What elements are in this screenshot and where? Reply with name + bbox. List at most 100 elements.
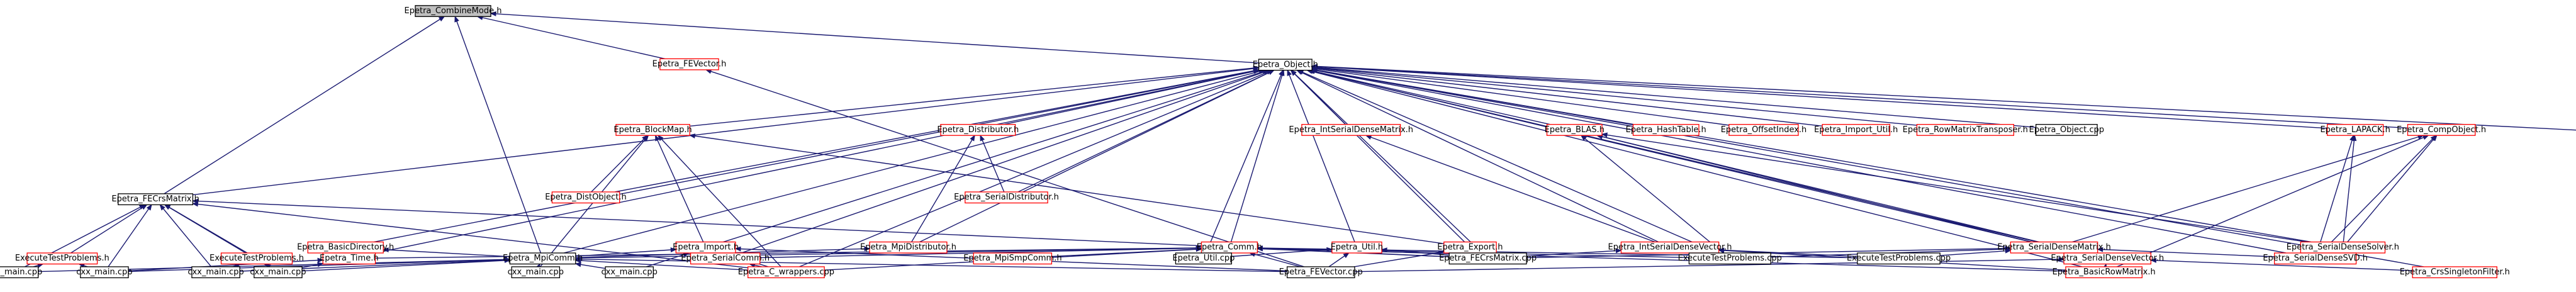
arrowhead-icon [980, 134, 985, 142]
node-cxx2[interactable]: cxx_main.cpp [76, 266, 133, 279]
node-rowmatrixtransposer[interactable]: Epetra_RowMatrixTransposer.h [1903, 124, 2028, 136]
arrowhead-icon [574, 262, 581, 267]
node-box [1620, 241, 1720, 254]
node-object_h[interactable]: Epetra_Object.h [1253, 59, 1318, 71]
node-box [605, 266, 654, 279]
node-box [80, 266, 129, 279]
edge-basicdirectory-to-object_h [374, 70, 1254, 243]
edge-cxx4-to-mpicomm_h [301, 260, 505, 272]
edge-util_h-to-object_h [1289, 74, 1355, 242]
node-cxx6[interactable]: cxx_main.cpp [602, 266, 658, 279]
node-mpicomm_h[interactable]: Epetra_MpiComm.h [503, 252, 583, 265]
node-label: cxx_main.cpp [76, 267, 132, 277]
node-offsetindex[interactable]: Epetra_OffsetIndex.h [1721, 124, 1807, 136]
node-serialdensesvd[interactable]: Epetra_SerialDenseSVD.h [2263, 252, 2368, 265]
node-fevector_cpp[interactable]: Epetra_FEVector.cpp [1279, 266, 1363, 279]
edge-serialdensematrix-to-compobject [2072, 136, 2419, 243]
edge-fecrsmatrix_cpp-to-util_h [1386, 249, 1450, 256]
node-exec1[interactable]: ExecuteTestProblems.h [15, 252, 109, 265]
node-fevector_h[interactable]: Epetra_FEVector.h [652, 58, 727, 70]
node-export_h[interactable]: Epetra_Export.h [1437, 241, 1503, 254]
node-blas[interactable]: Epetra_BLAS.h [1545, 124, 1604, 136]
node-label: Epetra_DistObject.h [545, 193, 627, 202]
edge-cxx6-to-mpicomm_h [580, 264, 606, 269]
node-serialdensevector[interactable]: Epetra_SerialDenseVector.h [2051, 252, 2164, 265]
node-label: Epetra_Import_Util.h [1814, 125, 1898, 135]
node-label: Epetra_OffsetIndex.h [1721, 125, 1807, 135]
node-import_util[interactable]: Epetra_Import_Util.h [1814, 124, 1898, 136]
node-intserialdensevector[interactable]: Epetra_IntSerialDenseVector.h [1608, 241, 1732, 254]
node-label: Epetra_MpiSmpComm.h [963, 254, 1061, 263]
edge-fevector_cpp-to-serialdensevector [1354, 259, 2059, 272]
node-basicrowmatrix[interactable]: Epetra_BasicRowMatrix.h [2052, 266, 2156, 279]
node-serialdistributor[interactable]: Epetra_SerialDistributor.h [954, 191, 1059, 204]
arrowhead-icon [574, 256, 581, 262]
arrowhead-icon [2058, 257, 2065, 262]
arrowhead-icon [2349, 134, 2355, 142]
node-object_cpp[interactable]: Epetra_Object.cpp [2029, 124, 2105, 136]
node-mpidistributor[interactable]: Epetra_MpiDistributor.h [860, 241, 956, 254]
node-util_cpp[interactable]: Epetra_Util.cpp [1172, 252, 1235, 265]
arrowhead-icon [164, 204, 171, 210]
edge-mpicomm_h-to-combine [456, 21, 542, 254]
node-label: Epetra_CombineMode.h [405, 6, 502, 16]
node-import_h[interactable]: Epetra_Import.h [673, 241, 739, 254]
node-cxx3[interactable]: cxx_main.cpp [188, 266, 244, 279]
node-intserialdensematrix[interactable]: Epetra_IntSerialDenseMatrix.h [1289, 124, 1413, 136]
arrowhead-icon [1343, 252, 1350, 259]
node-fecrsmatrix_cpp[interactable]: Epetra_FECrsMatrix.cpp [1439, 252, 1537, 265]
node-cxx1[interactable]: cxx_main.cpp [0, 266, 42, 279]
edge-object_cpp-to-object_h [1317, 67, 2036, 128]
node-comm_h[interactable]: Epetra_Comm.h [1197, 241, 1262, 254]
edge-serialdensevector-to-blas [1602, 136, 2085, 254]
node-exectest_cpp1[interactable]: ExecuteTestProblems.cpp [1678, 252, 1782, 265]
node-box [1822, 124, 1891, 136]
node-label: Epetra_LAPACK.h [2320, 125, 2390, 135]
edge-exectest_cpp1-to-object_h [1302, 72, 1718, 254]
edge-c_wrappers-to-mpicomm_h [580, 260, 748, 271]
node-crssingleton[interactable]: Epetra_CrsSingletonFilter.h [2400, 266, 2510, 279]
edge-exectest_cpp2-to-serialdensematrix [1940, 250, 2006, 256]
node-cxx5[interactable]: cxx_main.cpp [508, 266, 564, 279]
node-label: Epetra_BasicDirectory.h [297, 243, 394, 252]
edge-fevector_cpp-to-util_h [1328, 255, 1345, 267]
node-distributor[interactable]: Epetra_Distributor.h [937, 124, 1019, 136]
node-box [690, 252, 761, 265]
node-util_h[interactable]: Epetra_Util.h [1331, 241, 1384, 254]
node-serialdensesolver[interactable]: Epetra_SerialDenseSolver.h [2287, 241, 2399, 254]
node-exec2[interactable]: ExecuteTestProblems.h [210, 252, 304, 265]
node-serialcomm_h[interactable]: Epetra_SerialComm.h [681, 252, 770, 265]
node-basicdirectory[interactable]: Epetra_BasicDirectory.h [297, 241, 394, 254]
node-mpismpcomm[interactable]: Epetra_MpiSmpComm.h [963, 252, 1062, 265]
edge-fevector_cpp-to-comm_h [1254, 254, 1301, 267]
node-box [551, 191, 620, 204]
edge-intserialdensevector-to-object_h [1301, 72, 1659, 243]
node-label: Epetra_SerialDenseSolver.h [2287, 243, 2399, 252]
node-serialdensematrix[interactable]: Epetra_SerialDenseMatrix.h [1997, 241, 2111, 254]
edge-basicrowmatrix-to-comm_h [1262, 248, 2066, 272]
node-fecrsmatrix_h[interactable]: Epetra_FECrsMatrix.h [111, 193, 199, 206]
node-c_wrappers[interactable]: Epetra_C_wrappers.cpp [738, 266, 834, 279]
arrowhead-icon [1615, 248, 1622, 254]
node-box [2063, 252, 2152, 265]
node-box [254, 266, 303, 279]
node-compobject[interactable]: Epetra_CompObject.h [2397, 124, 2486, 136]
edge-util_cpp-to-object_h [1205, 74, 1282, 254]
arrowhead-icon [670, 247, 677, 252]
node-lapack[interactable]: Epetra_LAPACK.h [2320, 124, 2390, 136]
arrowhead-icon [2150, 257, 2157, 263]
node-cxx4[interactable]: cxx_main.cpp [250, 266, 306, 279]
node-distobject[interactable]: Epetra_DistObject.h [545, 191, 627, 204]
edge-serialdensesolver-to-compobject [2347, 138, 2434, 242]
node-time_h[interactable]: Epetra_Time.h [320, 252, 379, 265]
node-label: cxx_main.cpp [188, 267, 244, 277]
node-box [2412, 266, 2497, 279]
node-box [2010, 241, 2098, 254]
node-exectest_cpp2[interactable]: ExecuteTestProblems.cpp [1847, 252, 1951, 265]
arrowhead-icon [1438, 250, 1445, 256]
node-hashtable[interactable]: Epetra_HashTable.h [1626, 124, 1706, 136]
node-blockmap[interactable]: Epetra_BlockMap.h [613, 124, 692, 136]
arrowhead-icon [1196, 247, 1202, 252]
arrowhead-icon [454, 16, 459, 23]
node-label: Epetra_Util.h [1331, 243, 1384, 252]
